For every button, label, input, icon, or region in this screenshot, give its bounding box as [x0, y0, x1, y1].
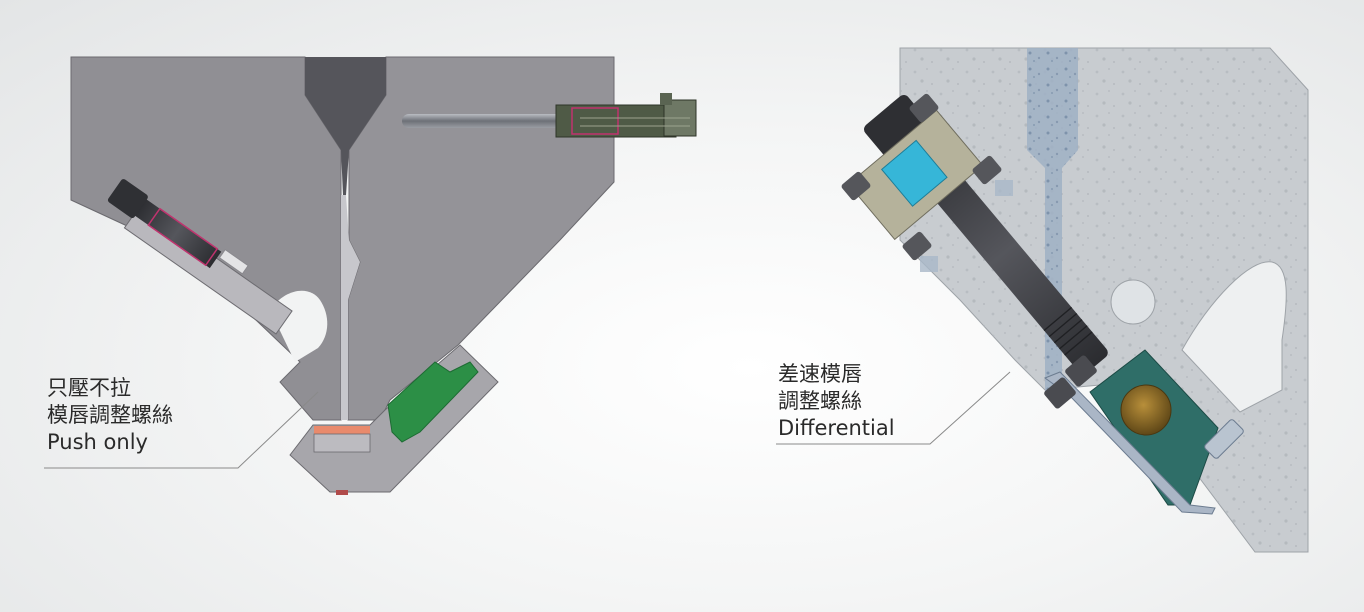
right-die-cavity — [1181, 261, 1287, 413]
heater-connector — [555, 93, 697, 138]
right-callout-line2: 調整螺絲 — [778, 389, 862, 413]
die-body-right — [347, 56, 615, 421]
guide-bolt-tip-2 — [995, 180, 1013, 196]
lip-bolt-2 — [1065, 355, 1097, 387]
lip-pad — [314, 426, 370, 434]
left-die-assembly — [44, 56, 697, 495]
left-callout-label: 只壓不拉 模唇調整螺絲 Push only — [47, 375, 173, 456]
guide-bolt-tip-1 — [920, 256, 938, 272]
green-lip-block — [387, 361, 479, 443]
push-bolt — [107, 179, 293, 335]
right-callout-line3: Differential — [778, 416, 895, 440]
lower-lip-plate — [1043, 371, 1216, 515]
right-die-assembly — [776, 47, 1309, 553]
left-callout-line2: 模唇調整螺絲 — [47, 403, 173, 427]
guide-bolt-2 — [909, 93, 939, 123]
guide-bolt-4 — [972, 155, 1002, 185]
left-leader-line — [44, 391, 319, 469]
khaki-guide-block — [847, 109, 984, 241]
guide-bolt-3 — [902, 231, 932, 261]
right-flow-texture — [1027, 48, 1078, 395]
lip-bottom-marker — [336, 490, 348, 495]
right-leader-line — [776, 371, 1011, 445]
flow-slit — [341, 195, 360, 420]
guide-bolt-1 — [841, 171, 871, 201]
heater-rod — [402, 114, 562, 128]
right-callout-label: 差速模唇 調整螺絲 Differential — [778, 361, 895, 442]
lip-pad-shadow — [313, 433, 371, 453]
lip-bolt-1 — [1044, 377, 1076, 409]
side-screw — [1204, 419, 1244, 459]
flow-channel — [305, 57, 386, 195]
die-port — [1110, 279, 1156, 325]
right-callout-line1: 差速模唇 — [778, 362, 862, 386]
bronze-plug — [1120, 384, 1172, 436]
left-callout-line3: Push only — [47, 430, 148, 454]
left-callout-line1: 只壓不拉 — [47, 376, 131, 400]
die-body-left — [70, 56, 342, 421]
